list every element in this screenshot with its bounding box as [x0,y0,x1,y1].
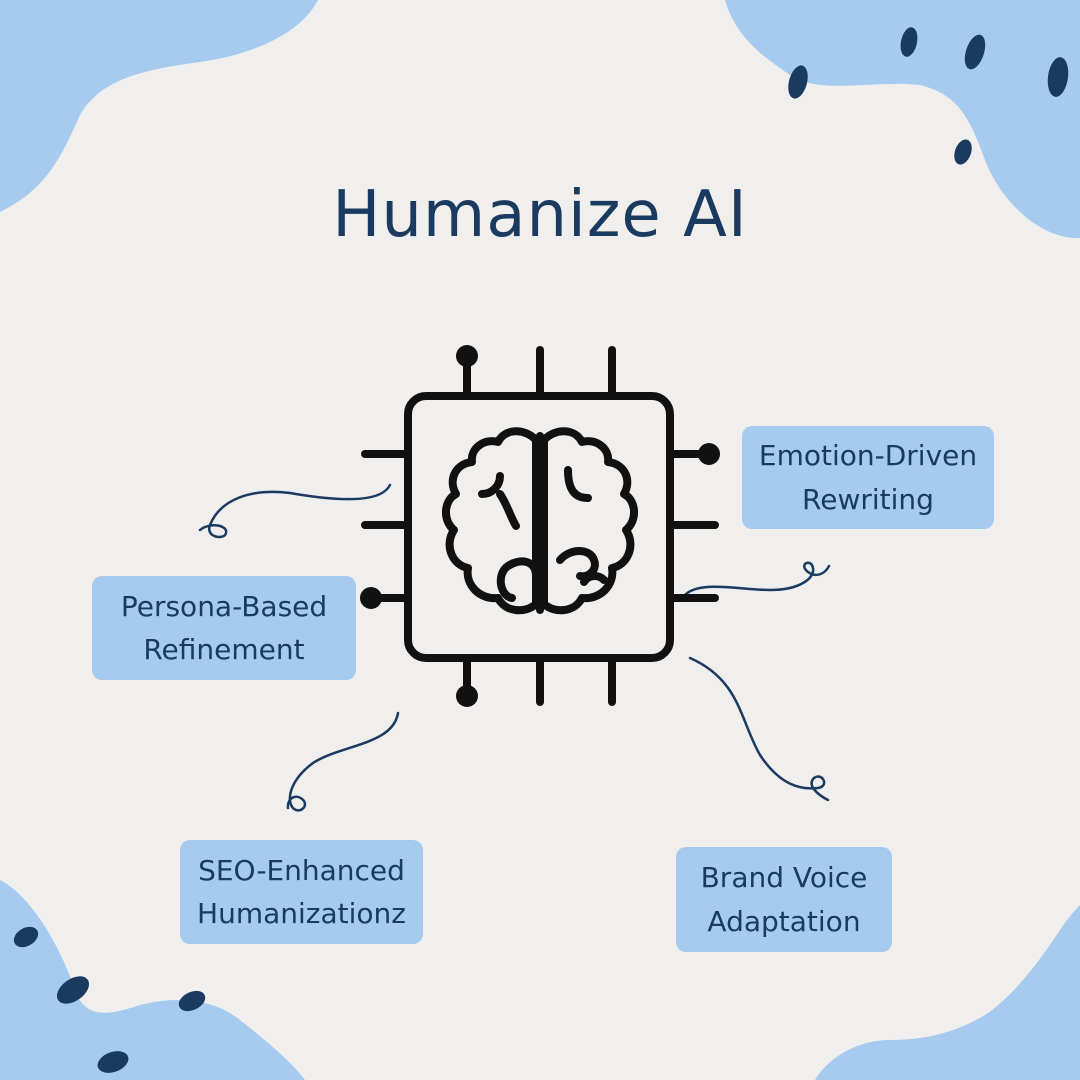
brain-right-lobe [540,427,638,615]
label-brand-voice-adaptation: Brand Voice Adaptation [676,847,892,952]
decorative-dots [13,27,1069,1073]
blob-bottom-left [0,880,305,1080]
chip-pin-dots [360,345,720,707]
label-line: Adaptation [707,904,861,938]
label-line: Refinement [143,633,305,666]
pin-dot [698,443,720,465]
brain-fold [496,490,520,530]
label-emotion-driven-rewriting: Emotion-Driven Rewriting [742,426,994,529]
connector-lines [198,483,831,812]
connector-brand [688,656,830,802]
label-seo-enhanced-humanization: SEO-Enhanced Humanizationz [180,840,423,944]
dot [56,976,90,1004]
connector-seo [286,711,400,812]
dot [97,1051,129,1073]
brain-left-lobe [442,427,540,615]
dot [178,990,206,1012]
pin-dot [360,587,382,609]
label-line: SEO-Enhanced [198,853,405,887]
label-line: Persona-Based [120,589,328,623]
ai-chip-brain-icon [361,346,719,706]
connector-persona [198,483,392,539]
label-line: Emotion-Driven [758,439,978,473]
brain-fold [564,466,592,502]
blob-bottom-right [815,905,1080,1080]
pin-dot [456,345,478,367]
blob-top-left [0,0,318,212]
label-line: Brand Voice [700,861,868,895]
label-persona-based-refinement: Persona-Based Refinement [92,576,356,680]
label-line: Rewriting [802,482,934,516]
dot [964,34,986,70]
blob-top-right [725,0,1080,239]
dot [900,27,918,57]
dot [954,139,972,165]
label-line: Humanizationz [197,897,406,930]
dot [788,65,808,99]
brain-fold [496,557,540,602]
page-title: Humanize AI [332,178,748,252]
brain-fold [580,572,608,586]
pin-dot [456,685,478,707]
brain-fold [478,472,504,498]
dot [13,926,39,948]
dot [1047,57,1069,97]
connector-emotion [683,561,831,597]
